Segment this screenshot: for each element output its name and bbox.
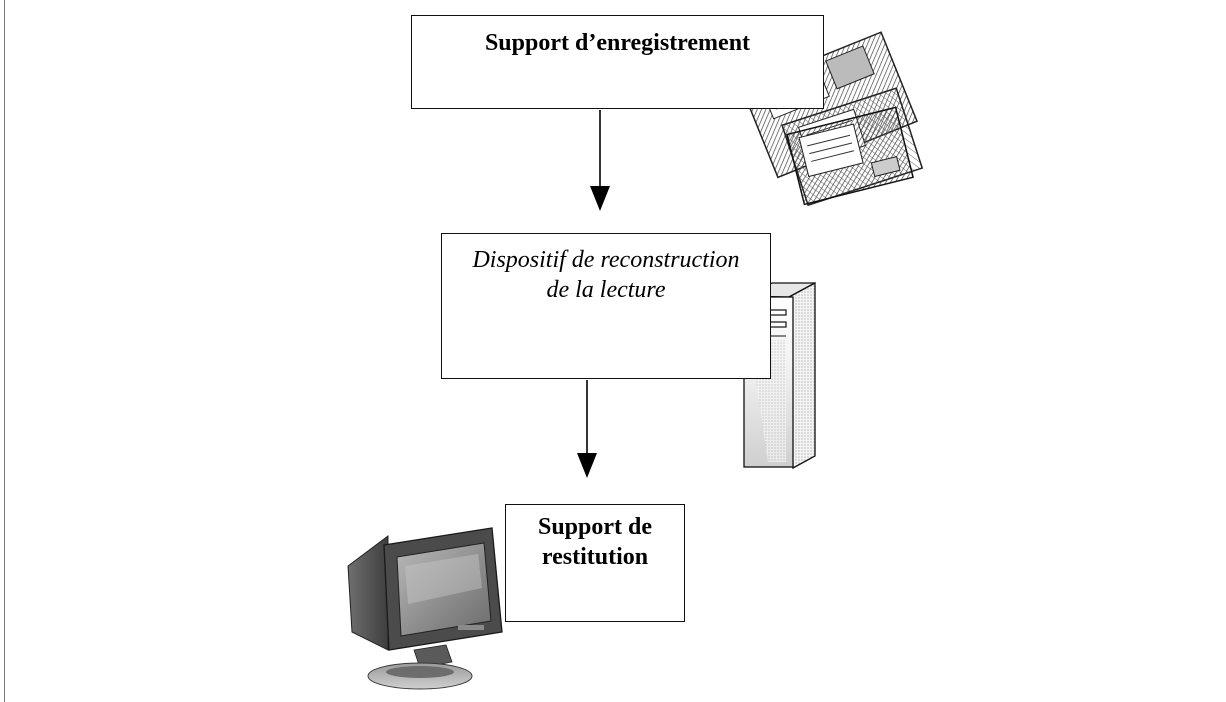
edge-recording-to-reconstruction — [590, 110, 610, 211]
node-recording-medium: Support d’enregistrement — [411, 15, 824, 109]
node-restitution-medium: Support de restitution — [505, 504, 685, 622]
edge-reconstruction-to-restitution — [577, 380, 597, 478]
page-margin-rule — [4, 0, 5, 702]
node-reconstruction-device: Dispositif de reconstruction de la lectu… — [441, 233, 771, 379]
